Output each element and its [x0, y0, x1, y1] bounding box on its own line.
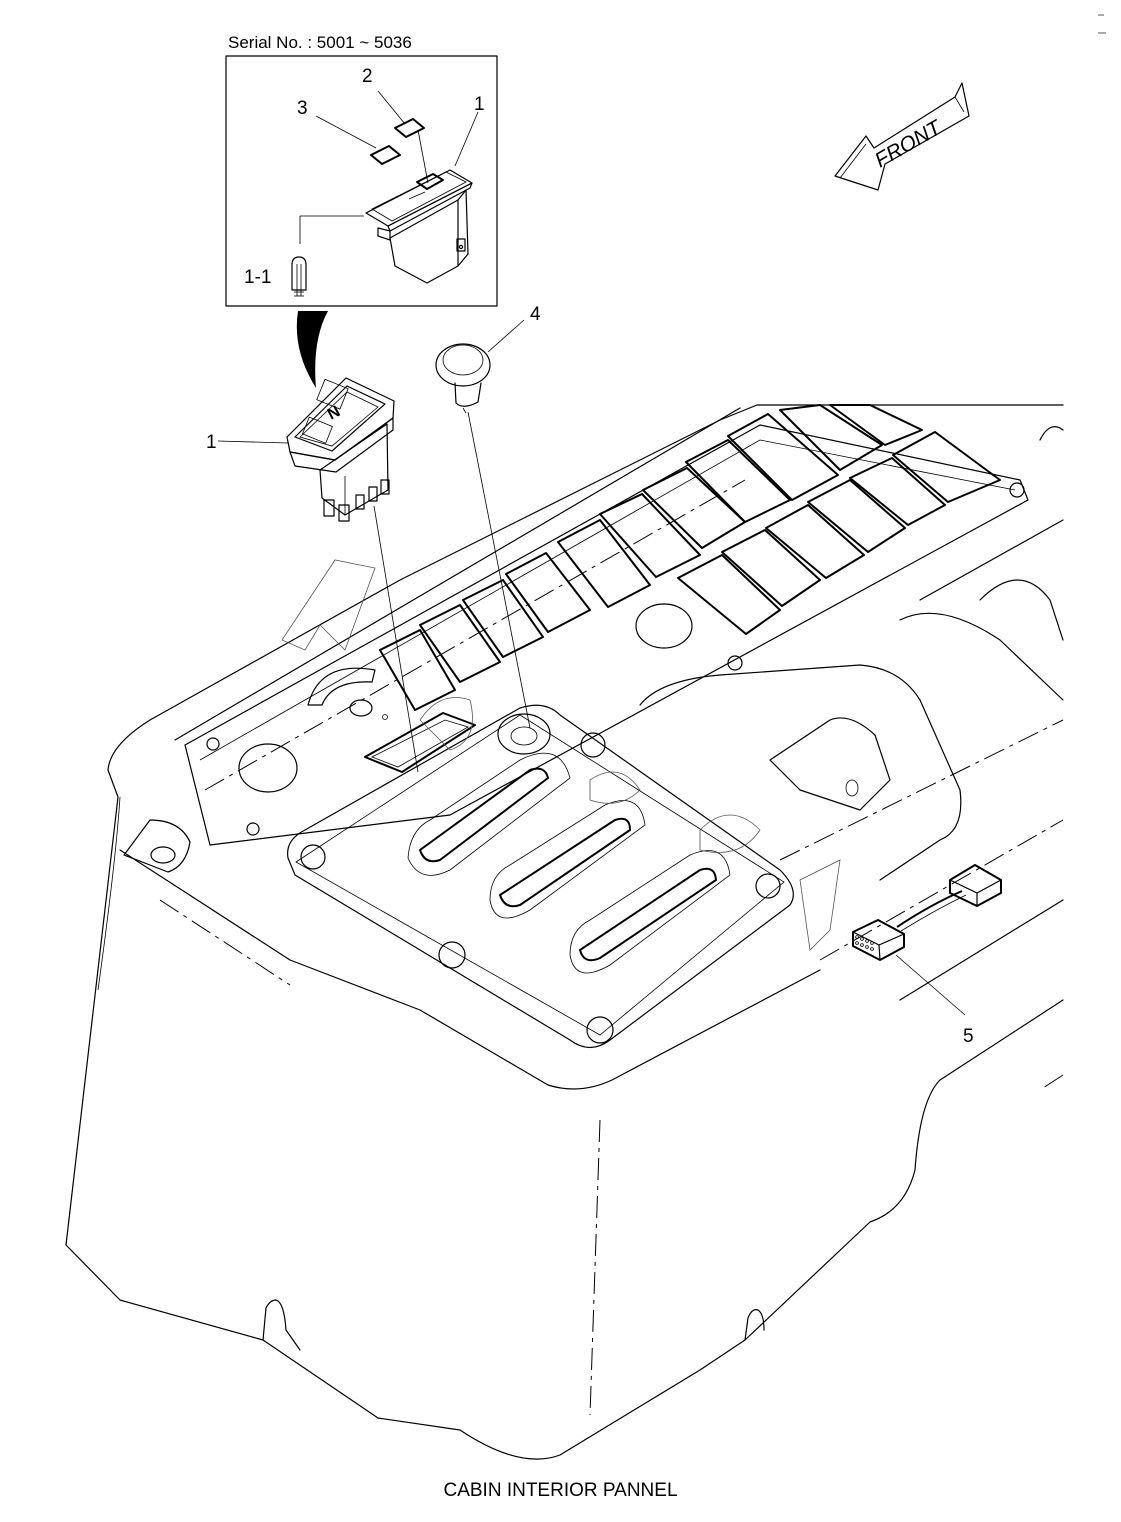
part-2-label-sheet	[394, 118, 425, 138]
callout-1-inset: 1	[474, 94, 485, 115]
inset-pointer-arrow	[296, 311, 328, 388]
panel-round-hole	[635, 603, 693, 649]
leader-5	[895, 954, 966, 1016]
front-direction-arrow: FRONT	[834, 82, 970, 191]
lever-slot-1	[419, 767, 549, 863]
switch-mount-window	[364, 712, 476, 773]
part-1-1-bulb	[291, 256, 307, 297]
leader-1-inset	[454, 111, 479, 167]
lever-slot-2	[499, 817, 631, 908]
part-1-switch-inset	[365, 169, 473, 284]
lever-slot-3	[579, 867, 717, 962]
leader-3	[315, 115, 377, 149]
left-round-hole	[238, 743, 298, 793]
callout-1-1-inset: 1-1	[244, 267, 271, 288]
install-line-switch	[373, 505, 419, 773]
part-1-rocker-switch: N	[286, 377, 395, 522]
inset-box: 2 3 1 1-1	[225, 55, 498, 307]
leader-1	[217, 440, 289, 444]
corner-mark	[1098, 6, 1116, 34]
callout-4: 4	[530, 304, 541, 325]
vent-grid	[379, 404, 1001, 711]
leader-1-1	[299, 215, 364, 244]
switch-n-symbol: N	[325, 403, 343, 423]
callout-5: 5	[963, 1026, 974, 1047]
watermark	[281, 559, 841, 951]
cabin-interior-panel	[65, 404, 1064, 1460]
callout-2-inset: 2	[362, 66, 373, 87]
diagram-caption: CABIN INTERIOR PANNEL	[443, 1480, 678, 1501]
clip-right	[744, 1309, 765, 1341]
lever-bracket	[769, 717, 891, 811]
clip-left	[262, 1299, 301, 1351]
callout-3-inset: 3	[297, 98, 308, 119]
control-console	[287, 704, 794, 1049]
serial-number-label: Serial No. : 5001 ~ 5036	[228, 33, 412, 52]
left-mount	[123, 819, 191, 873]
part-5-wire-harness	[852, 864, 1002, 961]
callout-1: 1	[206, 432, 217, 453]
leader-2	[377, 90, 406, 125]
button-mount-hole	[497, 713, 551, 755]
front-arrow-text: FRONT	[871, 115, 947, 172]
selector-dial	[307, 667, 376, 706]
leader-4	[487, 319, 525, 353]
part-4-push-button	[435, 343, 491, 414]
part-3-label-sheet	[370, 145, 401, 165]
